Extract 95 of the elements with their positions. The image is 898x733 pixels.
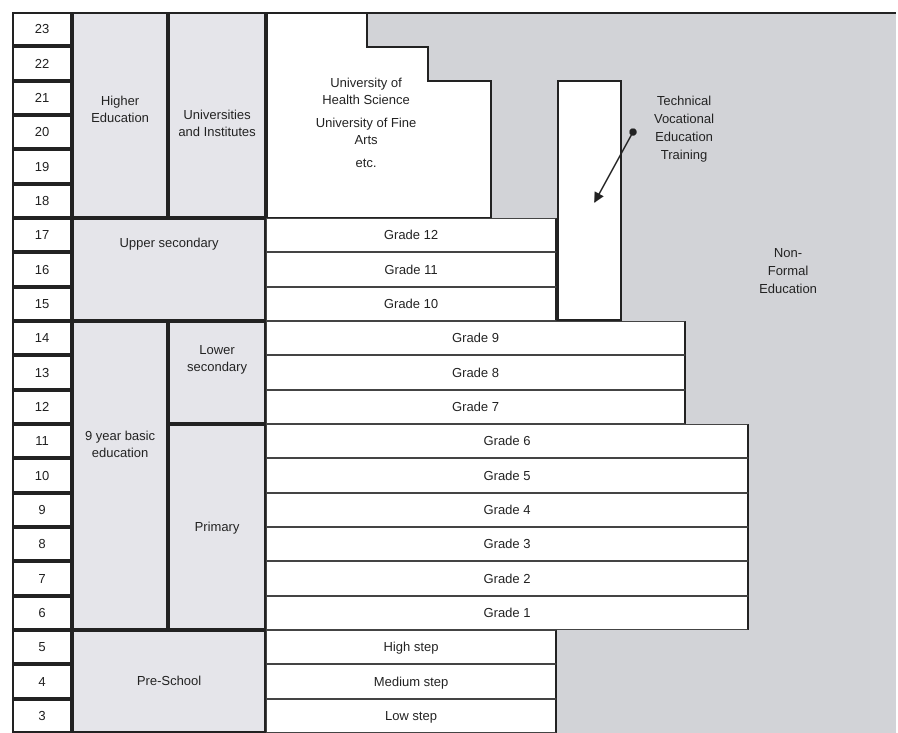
node-text: 12 xyxy=(34,398,50,416)
node-text: Grade 2 xyxy=(484,570,530,588)
node-text: Higher Education xyxy=(90,92,150,126)
grade-row xyxy=(266,286,557,321)
age-cell xyxy=(12,698,72,733)
age-cell xyxy=(12,12,72,46)
node-text: 9 xyxy=(38,501,46,520)
grade-row xyxy=(266,390,686,424)
node-text: University of Health Science xyxy=(321,74,411,108)
age-cell xyxy=(12,596,72,630)
level-cell xyxy=(168,321,266,424)
leader-arrow xyxy=(594,128,637,203)
node-text: 6 xyxy=(38,604,46,622)
grade-row xyxy=(266,355,686,390)
grade-row xyxy=(266,561,749,596)
non-formal-area xyxy=(266,12,896,733)
node-text: 17 xyxy=(34,226,50,244)
grade-row xyxy=(266,630,557,664)
level-cell xyxy=(168,424,266,630)
node-text: Grade 7 xyxy=(452,398,499,416)
node-text: 18 xyxy=(34,192,50,210)
age-cell xyxy=(12,80,72,115)
grade-row xyxy=(266,527,749,562)
node-text: University of Fine Arts xyxy=(314,114,418,148)
node-text: Grade 6 xyxy=(484,432,530,450)
node-text: 23 xyxy=(34,20,50,38)
age-cell xyxy=(12,115,72,150)
level-cell xyxy=(72,321,168,630)
node-text: 10 xyxy=(34,466,50,485)
node-text: Universities and Institutes xyxy=(177,106,257,140)
level-cell xyxy=(72,218,266,321)
node-text: Non-Formal Education xyxy=(759,245,817,296)
node-text: Grade 8 xyxy=(452,364,499,382)
node-text: High step xyxy=(384,638,438,656)
node-text: 9 year basic education xyxy=(84,427,156,461)
grade-row xyxy=(266,664,557,699)
level-cell xyxy=(72,630,266,733)
age-cell xyxy=(12,630,72,664)
node-text: 21 xyxy=(34,89,50,108)
grade-row xyxy=(266,321,686,356)
age-cell xyxy=(12,218,72,252)
age-cell xyxy=(12,184,72,218)
grade-row xyxy=(266,252,557,287)
age-cell xyxy=(12,561,72,596)
age-cell xyxy=(12,492,72,527)
vocational-column xyxy=(557,80,622,321)
age-cell xyxy=(12,424,72,458)
age-cell xyxy=(12,46,72,81)
node-text: 4 xyxy=(38,672,46,691)
age-cell xyxy=(12,527,72,562)
level-cell xyxy=(72,12,168,218)
grade-row xyxy=(266,698,557,733)
node-text: 19 xyxy=(34,158,50,176)
node-text: 3 xyxy=(38,707,46,726)
university-block xyxy=(266,12,492,218)
age-cell xyxy=(12,252,72,287)
node-text: Primary xyxy=(194,518,240,535)
node-text: 7 xyxy=(38,570,46,588)
grade-row xyxy=(266,492,749,527)
node-text: Grade 10 xyxy=(384,295,438,314)
age-cell xyxy=(12,664,72,699)
age-cell xyxy=(12,390,72,424)
node-text: 11 xyxy=(35,432,49,450)
node-text: 22 xyxy=(34,54,50,73)
grade-row xyxy=(266,424,749,458)
age-cell xyxy=(12,321,72,356)
node-text: Upper secondary xyxy=(120,234,218,251)
grade-row xyxy=(266,458,749,493)
node-text: Grade 4 xyxy=(484,501,530,520)
node-text: 14 xyxy=(34,329,50,348)
node-text: Grade 5 xyxy=(484,466,530,485)
node-text: Grade 3 xyxy=(484,535,530,554)
age-cell xyxy=(12,458,72,493)
age-cell xyxy=(12,286,72,321)
node-text: Medium step xyxy=(374,672,448,691)
node-text: 16 xyxy=(34,260,50,279)
level-cell xyxy=(168,12,266,218)
node-text: Low step xyxy=(384,707,438,726)
node-text: Pre-School xyxy=(136,672,202,689)
grade-row xyxy=(266,218,557,252)
grade-row xyxy=(266,596,749,630)
node-text: Lower secondary xyxy=(186,341,248,375)
node-text: 8 xyxy=(38,535,46,554)
node-text: Grade 9 xyxy=(452,329,499,348)
node-text: Technical Vocational Education Training xyxy=(653,92,715,164)
node-text: 13 xyxy=(34,364,50,382)
node-text: Grade 12 xyxy=(384,226,438,244)
node-text: 15 xyxy=(34,295,50,314)
node-text: 5 xyxy=(38,638,46,656)
node-text: etc. xyxy=(354,154,378,171)
node-text: Grade 11 xyxy=(384,260,438,279)
age-cell xyxy=(12,355,72,390)
age-cell xyxy=(12,149,72,184)
node-text: 20 xyxy=(34,123,50,142)
node-text: Grade 1 xyxy=(484,604,530,622)
